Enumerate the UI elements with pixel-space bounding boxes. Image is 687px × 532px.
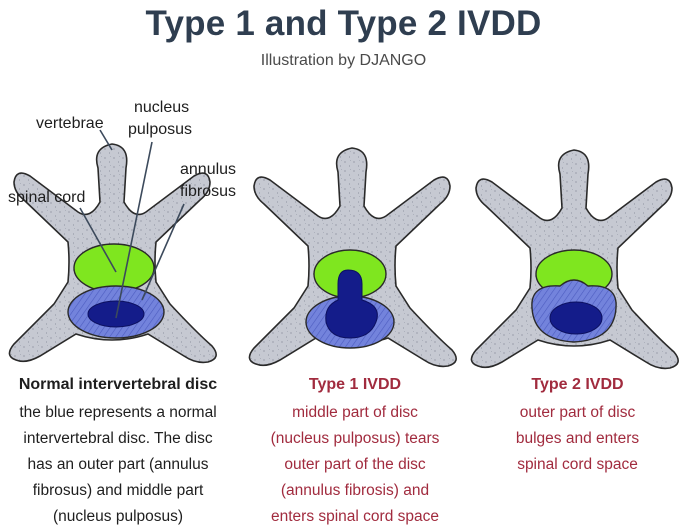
label-annulus-line2: fibrosus (180, 183, 236, 200)
caption-type1-body: middle part of disc (nucleus pulposus) t… (246, 400, 464, 530)
caption-type1: Type 1 IVDD middle part of disc (nucleus… (246, 376, 464, 530)
caption-normal: Normal intervertebral disc the blue repr… (0, 376, 236, 530)
ivdd-diagram: vertebrae nucleus pulposus annulus fibro… (8, 99, 679, 370)
nucleus-pulposus-shape (325, 269, 378, 339)
page-title: Type 1 and Type 2 IVDD (145, 4, 542, 43)
caption-line: has an outer part (annulus (27, 456, 209, 473)
label-annulus-line1: annulus (180, 161, 236, 178)
caption-normal-heading: Normal intervertebral disc (18, 376, 218, 393)
vertebra-type1 (248, 147, 457, 368)
caption-line: (annulus fibrosis) and (280, 482, 430, 499)
vertebrae-pointer (99, 129, 113, 151)
caption-line: fibrosus) and middle part (32, 482, 204, 499)
label-nucleus-line2: pulposus (128, 121, 192, 138)
caption-type1-heading: Type 1 IVDD (308, 376, 402, 393)
vertebra-normal (8, 143, 217, 364)
nucleus-pulposus-shape (549, 301, 603, 335)
caption-line: spinal cord space (517, 456, 638, 473)
vertebra-type2 (470, 149, 679, 370)
nucleus-pointer (115, 141, 153, 319)
label-vertebrae: vertebrae (36, 115, 104, 132)
nucleus-pulposus-shape (87, 300, 145, 328)
caption-line: outer part of disc (519, 404, 636, 421)
spinal-cord-pointer (79, 207, 117, 273)
label-nucleus-line1: nucleus (134, 99, 189, 116)
caption-line: (nucleus pulposus) (52, 508, 184, 525)
caption-line: bulges and enters (515, 430, 640, 447)
annulus-pointer (141, 203, 185, 301)
caption-type2-body: outer part of disc bulges and enters spi… (470, 400, 685, 478)
page-subtitle: Illustration by DJANGO (260, 52, 427, 69)
caption-line: (nucleus pulposus) tears (270, 430, 440, 447)
caption-line: outer part of the disc (284, 456, 426, 473)
label-spinal-cord: spinal cord (8, 189, 85, 206)
caption-line: intervertebral disc. The disc (23, 430, 213, 447)
caption-type2-heading: Type 2 IVDD (531, 376, 624, 393)
caption-line: the blue represents a normal (19, 404, 217, 421)
caption-line: enters spinal cord space (270, 508, 439, 525)
caption-type2: Type 2 IVDD outer part of disc bulges an… (470, 376, 685, 478)
caption-normal-body: the blue represents a normal interverteb… (0, 400, 236, 530)
caption-line: middle part of disc (292, 404, 418, 421)
